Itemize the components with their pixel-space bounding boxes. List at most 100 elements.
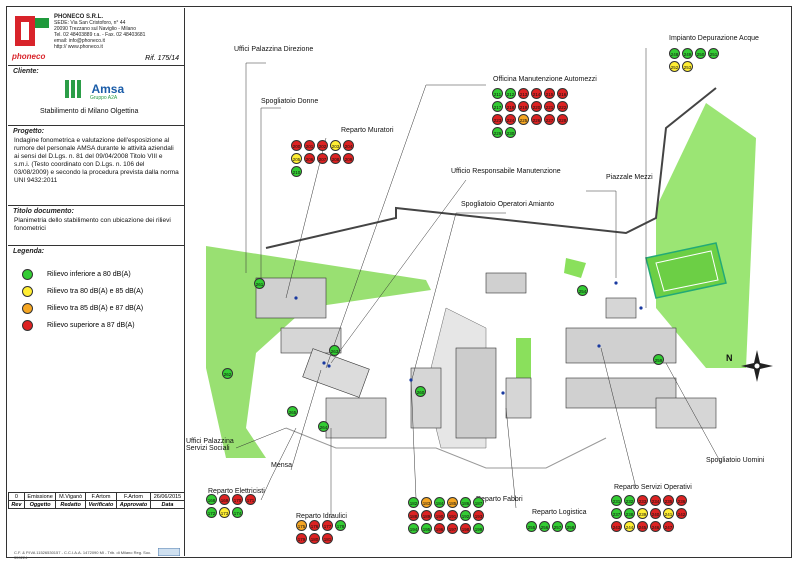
measurement-point-194: 194: [408, 523, 419, 534]
yellow-dot-icon: [22, 286, 33, 297]
measurement-point-204: 204: [343, 140, 354, 151]
area-label-ufficio-resp-man: Ufficio Responsabile Manutenzione: [451, 168, 561, 175]
measurement-point-252: 252: [669, 61, 680, 72]
phoneco-wordmark: phoneco: [12, 52, 46, 61]
amsa-logo: Amsa Gruppo A2A: [63, 78, 125, 101]
area-label-reparto-elettricisti: Reparto Elettricisti: [208, 488, 265, 495]
company-line: SEDE: Via San Cristoforo, n° 44: [54, 20, 126, 26]
measurement-point-228: 228: [557, 114, 568, 125]
measurement-point-213: 213: [518, 88, 529, 99]
legend-item: Rilievo inferiore a 80 dB(A): [22, 269, 185, 280]
measurement-point-170: 170: [232, 494, 243, 505]
client-caption: Cliente:: [13, 68, 39, 75]
measurement-point-168: 168: [206, 494, 217, 505]
title-block: phoneco PHONECO S.R.L. SEDE: Via San Cri…: [8, 8, 186, 560]
project-box: Progetto: Indagine fonometrica e valutaz…: [8, 126, 185, 206]
measurement-point-174: 174: [232, 507, 243, 518]
measurement-point-233: 233: [637, 495, 648, 506]
area-label-impianto-depurazione: Impianto Depurazione Acque: [669, 35, 759, 42]
orange-dot-icon: [22, 303, 33, 314]
red-dot-icon: [22, 320, 33, 331]
measurement-point-172: 172: [206, 507, 217, 518]
legend-item: Rilievo superiore a 87 dB(A): [22, 320, 185, 331]
measurement-point-232: 232: [624, 495, 635, 506]
area-label-spogliatoio-uomini: Spogliatoio Uomini: [706, 457, 765, 464]
measurement-point-254: 254: [577, 285, 588, 296]
rev-header: Verificato: [84, 500, 118, 509]
measurement-point-265: 265: [287, 406, 298, 417]
legend-label: Rilievo superiore a 87 dB(A): [47, 322, 135, 329]
measurement-point-178: 178: [335, 520, 346, 531]
measurement-point-200: 200: [291, 140, 302, 151]
measurement-point-202: 202: [317, 140, 328, 151]
measurement-point-218: 218: [505, 101, 516, 112]
measurement-point-247: 247: [663, 521, 674, 532]
measurement-point-196: 196: [434, 523, 445, 534]
measurement-point-216: 216: [557, 88, 568, 99]
measurement-point-245: 245: [637, 521, 648, 532]
revision-table: 0 Emissione M.Viganò F.Artom F.Artom 26/…: [8, 492, 186, 509]
drawing-frame: [6, 6, 792, 558]
measurement-point-246: 246: [650, 521, 661, 532]
measurement-point-176: 176: [309, 520, 320, 531]
company-name: PHONECO S.R.L.: [54, 14, 104, 20]
measurement-point-235: 235: [663, 495, 674, 506]
measurement-point-185: 185: [447, 497, 458, 508]
company-line: http:// www.phoneco.it: [54, 44, 103, 50]
measurement-point-179: 179: [296, 533, 307, 544]
measurement-point-184: 184: [434, 497, 445, 508]
document-title-box: Titolo documento: Planimetria dello stab…: [8, 206, 185, 246]
company-line: email: info@phoneco.it: [54, 38, 105, 44]
green-dot-icon: [22, 269, 33, 280]
measurement-point-186: 186: [460, 497, 471, 508]
measurement-point-205: 205: [291, 153, 302, 164]
area-label-reparto-servizi-operativi: Reparto Servizi Operativi: [614, 484, 692, 491]
reference-number: Rif. 175/14: [145, 55, 179, 62]
north-label: N: [726, 353, 733, 363]
measurement-point-239: 239: [637, 508, 648, 519]
certification-icon: [158, 548, 180, 556]
area-label-officina: Officina Manutenzione Automezzi: [493, 76, 597, 83]
rev-header: Approvato: [116, 500, 151, 509]
area-label-uffici-palazzina-direzione: Uffici Palazzina Direzione: [234, 46, 314, 53]
measurement-point-221: 221: [544, 101, 555, 112]
footer-text: C.F. & P.IVA 11526530157 - C.C.I.A.A. 14…: [14, 550, 152, 560]
rev-cell: F.Artom: [116, 492, 151, 501]
amsa-wordmark: Amsa: [91, 82, 125, 96]
area-label-reparto-fabbri: Reparto Fabbri: [476, 496, 523, 503]
company-line: 20090 Trezzano sul Naviglio - Milano: [54, 26, 136, 32]
measurement-point-249: 249: [682, 48, 693, 59]
measurement-point-248: 248: [669, 48, 680, 59]
measurement-point-229: 229: [492, 127, 503, 138]
area-label-uffici-servizi: Uffici Palazzina Servizi Sociali: [186, 438, 234, 452]
rev-cell: M.Viganò: [55, 492, 86, 501]
measurement-point-183: 183: [421, 497, 432, 508]
measurement-point-203: 203: [330, 140, 341, 151]
measurement-point-209: 209: [343, 153, 354, 164]
measurement-point-220: 220: [531, 101, 542, 112]
measurement-point-264: 264: [318, 421, 329, 432]
measurement-point-263: 263: [329, 345, 340, 356]
rev-header: Data: [149, 500, 186, 509]
measurement-point-182: 182: [408, 497, 419, 508]
measurement-point-240: 240: [650, 508, 661, 519]
measurement-point-238: 238: [624, 508, 635, 519]
measurement-point-211: 211: [492, 88, 503, 99]
rev-header: Redatto: [55, 500, 86, 509]
plan-drawing: [206, 48, 756, 518]
measurement-point-190: 190: [434, 510, 445, 521]
legend-box: Legenda: Rilievo inferiore a 80 dB(A) Ri…: [8, 246, 185, 492]
legend-label: Rilievo tra 85 dB(A) e 87 dB(A): [47, 305, 144, 312]
measurement-point-181: 181: [322, 533, 333, 544]
measurement-point-244: 244: [624, 521, 635, 532]
site-name: Stabilimento di Milano Olgettina: [40, 108, 139, 115]
measurement-point-217: 217: [492, 101, 503, 112]
revision-header-row: Rev Oggetto Redatto Verificato Approvato…: [8, 500, 186, 509]
legend-item: Rilievo tra 80 dB(A) e 85 dB(A): [22, 286, 185, 297]
area-label-spogliatoio-operatori: Spogliatoio Operatori Amianto: [461, 201, 554, 208]
measurement-point-206: 206: [304, 153, 315, 164]
measurement-point-192: 192: [460, 510, 471, 521]
client-box: Cliente: Amsa Gruppo A2A Stabilimento di…: [8, 66, 185, 126]
measurement-point-212: 212: [505, 88, 516, 99]
